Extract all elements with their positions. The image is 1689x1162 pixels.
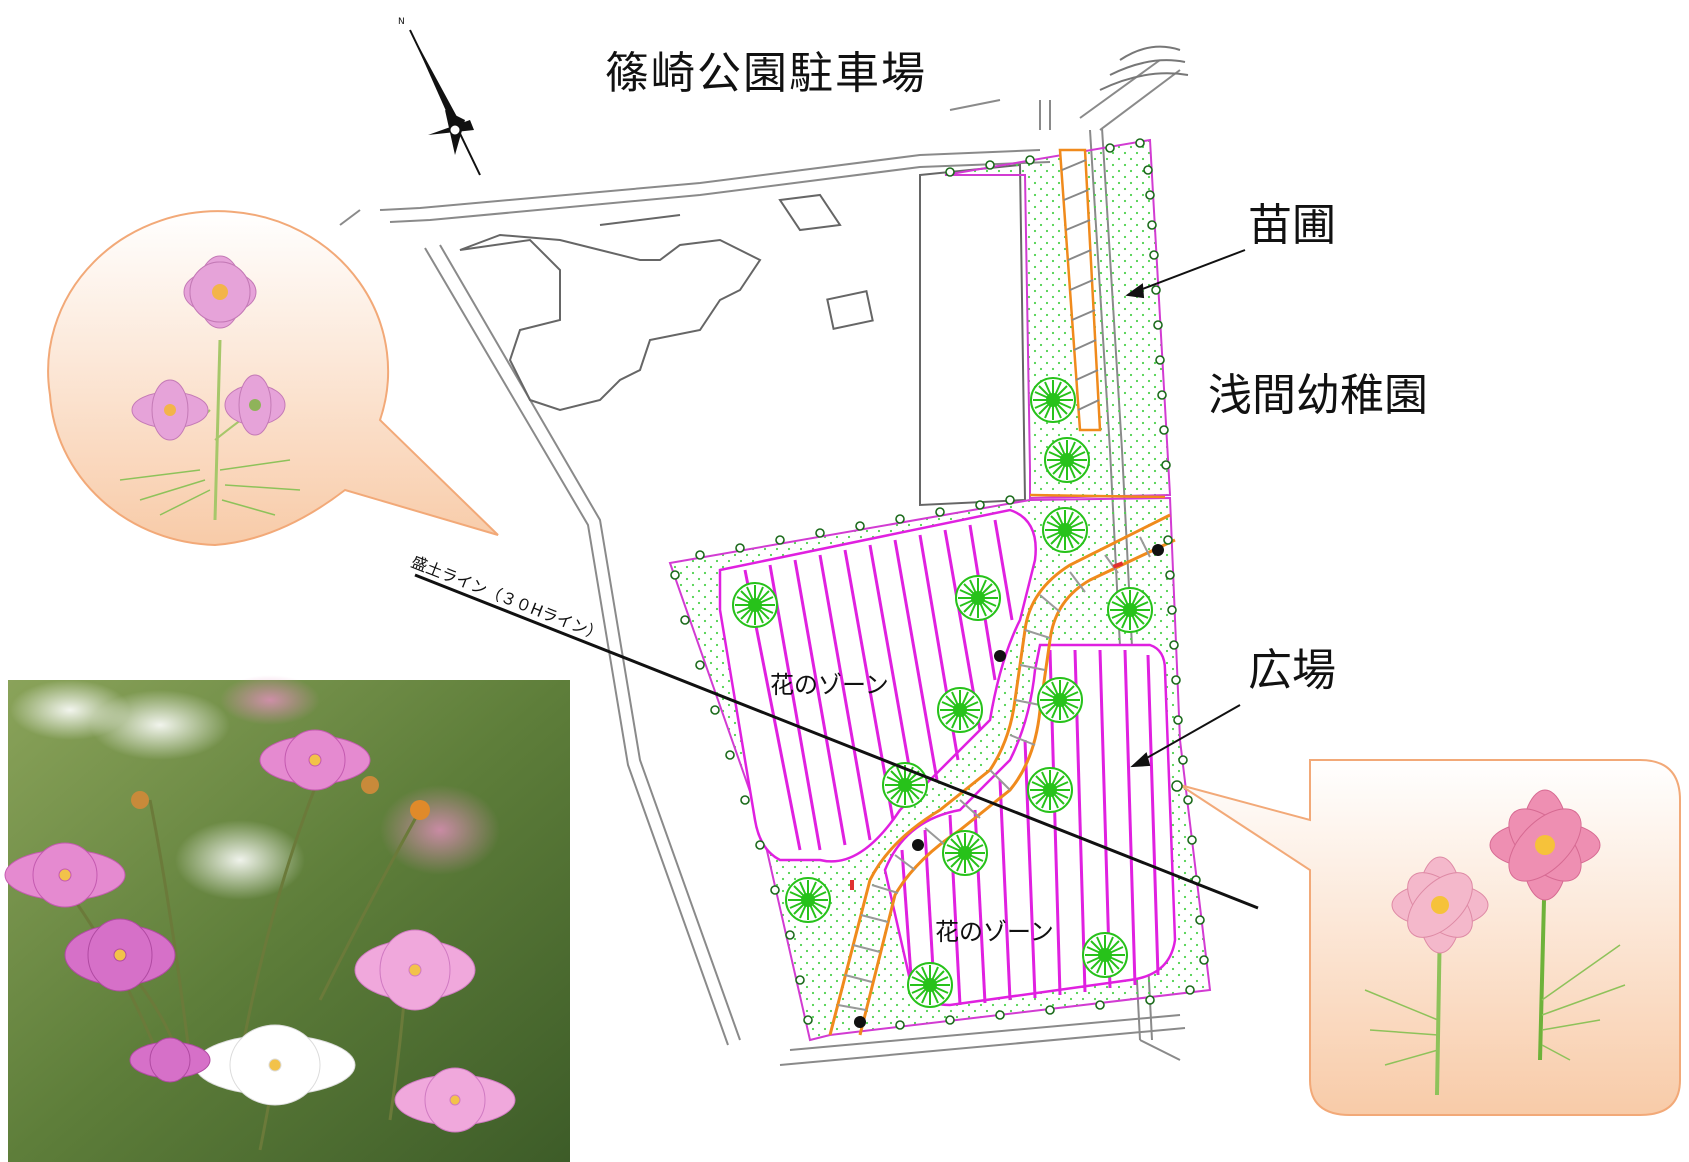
nursery-strip: [1058, 148, 1102, 432]
flower-zone-1-label: 花のゾーン: [770, 671, 889, 699]
compass-north-mark: N: [398, 17, 405, 27]
walking-path: [828, 513, 1176, 1036]
fill-line-label: 盛土ライン（３０Hライン）: [409, 552, 606, 644]
kindergarten-label: 浅間幼稚園: [1208, 370, 1428, 421]
right-callout-bubble: [1171, 759, 1681, 1116]
flower-zone-2-label: 花のゾーン: [935, 918, 1054, 946]
nursery-label: 苗圃: [1248, 200, 1336, 251]
photo-flower-1: [259, 729, 371, 791]
zone-divider: [1029, 493, 1166, 499]
cosmos-illustration-left: [119, 255, 301, 521]
manholes: [854, 544, 1164, 1028]
fill-line: [414, 573, 1259, 910]
label-arrows: [1125, 249, 1246, 768]
north-compass: [409, 29, 481, 176]
left-callout-bubble: [47, 210, 499, 547]
parking-label: 篠崎公園駐車場: [605, 48, 927, 99]
roundabout-shape: [1099, 45, 1189, 91]
plaza-label: 広場: [1248, 645, 1336, 696]
cosmos-photo: [4, 675, 570, 1162]
cosmos-illustration-right: [1364, 789, 1626, 1096]
building-outlines: [459, 163, 1027, 507]
